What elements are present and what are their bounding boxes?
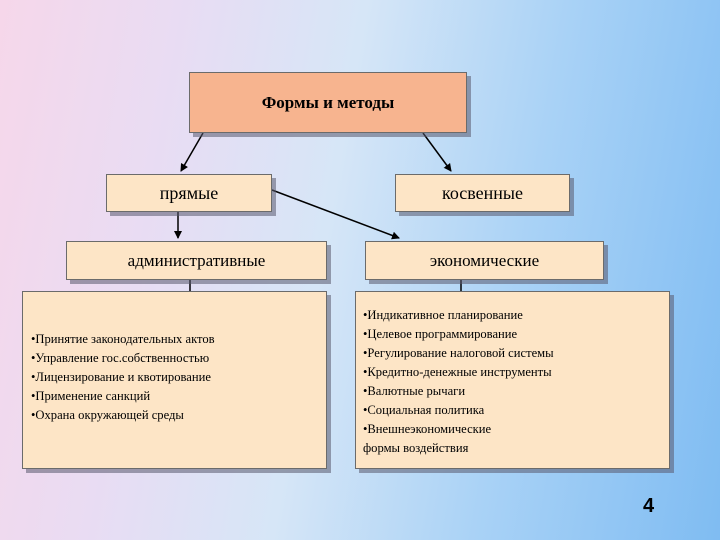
administrative-label: административные: [127, 250, 266, 270]
list-item: •Целевое программирование: [363, 327, 518, 341]
list-item: •Лицензирование и квотирование: [31, 370, 211, 384]
direct-label: прямые: [159, 182, 219, 203]
list-item: •Применение санкций: [31, 389, 151, 403]
arrow-title-to-direct: [180, 132, 204, 172]
list-item: формы воздействия: [363, 441, 469, 455]
indirect-label: косвенные: [442, 182, 523, 203]
administrative-methods-box: административные: [66, 241, 327, 280]
list-item: •Социальная политика: [363, 403, 485, 417]
indirect-methods-box: косвенные: [395, 174, 570, 212]
economic-label: экономические: [429, 250, 540, 270]
economic-methods-box: экономические: [365, 241, 604, 280]
page-number: 4: [643, 495, 655, 517]
title-box: Формы и методы: [189, 72, 467, 133]
list-item: •Регулирование налоговой системы: [363, 346, 554, 360]
administrative-methods-list: •Принятие законодательных актов •Управле…: [22, 291, 327, 469]
list-item: •Индикативное планирование: [363, 308, 523, 322]
economic-methods-list: •Индикативное планирование •Целевое прог…: [355, 291, 670, 469]
list-item: •Валютные рычаги: [363, 384, 466, 398]
diagram-title: Формы и методы: [261, 92, 395, 112]
list-item: •Управление гос.собственностью: [31, 351, 210, 365]
list-item: •Охрана окружающей среды: [31, 408, 184, 422]
list-item: •Принятие законодательных актов: [31, 332, 215, 346]
arrow-title-to-indirect: [422, 132, 452, 172]
list-item: •Внешнеэкономические: [363, 422, 492, 436]
arrow-direct-to-economic: [271, 189, 400, 240]
direct-methods-box: прямые: [106, 174, 272, 212]
list-item: •Кредитно-денежные инструменты: [363, 365, 552, 379]
